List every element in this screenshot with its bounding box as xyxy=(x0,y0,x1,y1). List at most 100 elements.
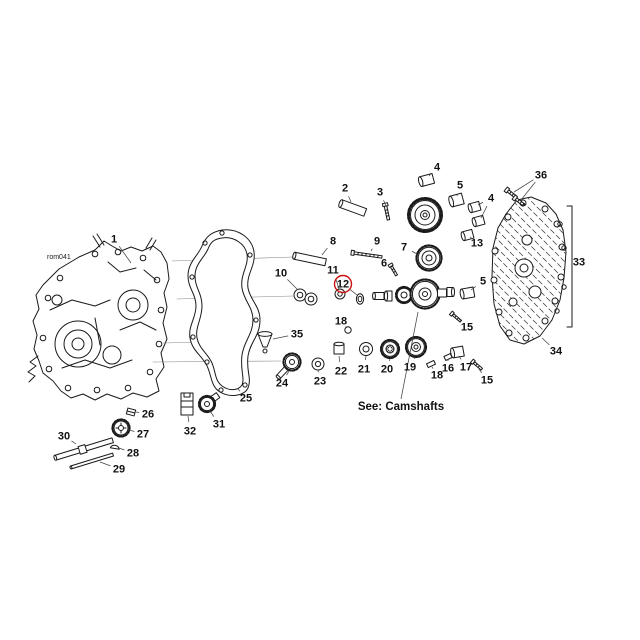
callout-leader-17 xyxy=(458,355,462,360)
callout-leader-34 xyxy=(541,337,550,346)
callout-leader-8 xyxy=(321,247,328,256)
callout-21: 21 xyxy=(358,364,370,376)
callout-leader-4 xyxy=(428,173,432,177)
callout-1: 1 xyxy=(111,234,117,246)
callout-leader-35 xyxy=(272,335,289,340)
callout-35: 35 xyxy=(291,329,303,341)
part-bushing-4b1 xyxy=(467,200,482,214)
callout-20: 20 xyxy=(381,364,393,376)
part-screw-9 xyxy=(350,249,383,259)
callout-17: 17 xyxy=(460,362,472,374)
part-bushing-5a xyxy=(448,192,465,208)
callout-leader-7 xyxy=(411,250,418,255)
callout-32: 32 xyxy=(184,426,196,438)
part-bushing-4b2 xyxy=(471,214,486,228)
cover-hatching xyxy=(492,197,566,344)
gasket-bolt-holes xyxy=(189,230,259,393)
callout-leader-29 xyxy=(99,461,111,467)
callout-leader-11 xyxy=(335,278,340,290)
callout-leader-27 xyxy=(128,429,135,432)
callout-23: 23 xyxy=(314,376,326,388)
callout-leader-1 xyxy=(118,246,132,264)
callout-8: 8 xyxy=(330,236,336,248)
callout-leader-10 xyxy=(287,279,299,291)
highlight-circle xyxy=(333,274,353,294)
callout-36: 36 xyxy=(535,170,547,182)
part-screw-15b xyxy=(469,358,484,371)
crankcase-studs xyxy=(92,233,157,251)
part-washer-10b xyxy=(304,292,318,306)
callout-leader-28 xyxy=(118,447,125,451)
crankcase-half: rom041 xyxy=(27,233,170,401)
callout-leader-6 xyxy=(390,267,393,270)
callout-leader-22 xyxy=(338,355,341,363)
part-washer-21 xyxy=(359,342,373,356)
callout-28: 28 xyxy=(127,448,139,460)
callout-leader-12 xyxy=(349,289,358,296)
callout-leader-32 xyxy=(187,415,190,423)
callout-27: 27 xyxy=(137,429,149,441)
callout-18: 18 xyxy=(431,370,443,382)
callout-25: 25 xyxy=(240,393,252,405)
callout-4: 4 xyxy=(434,162,441,174)
crankcase-ribs xyxy=(27,261,157,383)
callout-15: 15 xyxy=(481,375,493,387)
callout-leader-5 xyxy=(456,193,458,197)
callout-22: 22 xyxy=(335,366,347,378)
callout-30: 30 xyxy=(58,431,70,443)
part-retainer-32 xyxy=(180,392,194,416)
callout-leader-20 xyxy=(389,358,391,362)
callout-3: 3 xyxy=(377,187,383,199)
callout-16: 16 xyxy=(442,363,454,375)
part-bushing-4a xyxy=(417,172,436,188)
callout-24: 24 xyxy=(276,378,289,390)
callout-leader-36 xyxy=(520,181,536,201)
part-ball-18a xyxy=(344,326,352,334)
part-idler-gear-7 xyxy=(415,244,443,272)
callout-13: 13 xyxy=(471,238,483,250)
callout-leader-4 xyxy=(480,205,488,219)
note-see-camshafts: See: Camshafts xyxy=(358,401,444,413)
part-screw-15a xyxy=(448,310,463,323)
callout-leader-31 xyxy=(209,410,215,417)
cover-screw-holes xyxy=(490,199,566,342)
callout-19: 19 xyxy=(404,362,416,374)
callout-leader-4 xyxy=(477,201,484,206)
callout-leader-18 xyxy=(345,326,348,329)
part-gear-19 xyxy=(404,335,428,359)
part-bushing-17 xyxy=(450,345,465,359)
callout-10: 10 xyxy=(275,268,287,280)
part-gear-31 xyxy=(197,392,221,414)
cam-cover-gasket xyxy=(187,229,261,396)
part-dowel-pin-2 xyxy=(338,199,368,217)
callout-leader-2 xyxy=(348,196,352,203)
callout-6: 6 xyxy=(381,258,387,270)
callout-9: 9 xyxy=(374,236,380,248)
callout-leader-9 xyxy=(370,248,373,252)
part-pump-drive-gear-27 xyxy=(111,418,131,438)
callout-5: 5 xyxy=(480,276,486,288)
part-bushing-22 xyxy=(333,341,345,355)
part-pump-gear-24 xyxy=(275,352,302,380)
part-woodruff-key-28 xyxy=(109,444,120,450)
cover-bosses xyxy=(508,234,542,307)
callout-leader-36 xyxy=(513,179,534,193)
cam-cover xyxy=(490,196,567,345)
callout-leader-25 xyxy=(237,388,241,392)
callout-leader-15 xyxy=(478,368,483,373)
callout-leader-26 xyxy=(135,411,140,413)
callout-11: 11 xyxy=(327,265,339,277)
part-tappet-cone-35 xyxy=(257,331,273,354)
callout-12: 12 xyxy=(337,279,349,291)
part-pin-18b xyxy=(426,359,436,369)
callout-leader-19 xyxy=(413,356,416,360)
note-leader-line xyxy=(400,311,419,400)
callout-leader-3 xyxy=(383,200,387,207)
callout-33: 33 xyxy=(573,257,585,269)
callout-leader-24 xyxy=(286,370,290,376)
part-clip-26 xyxy=(125,407,137,417)
part-cam-gear-top xyxy=(407,197,443,233)
part-camshaft-assembly xyxy=(372,278,455,310)
callout-7: 7 xyxy=(401,242,407,254)
